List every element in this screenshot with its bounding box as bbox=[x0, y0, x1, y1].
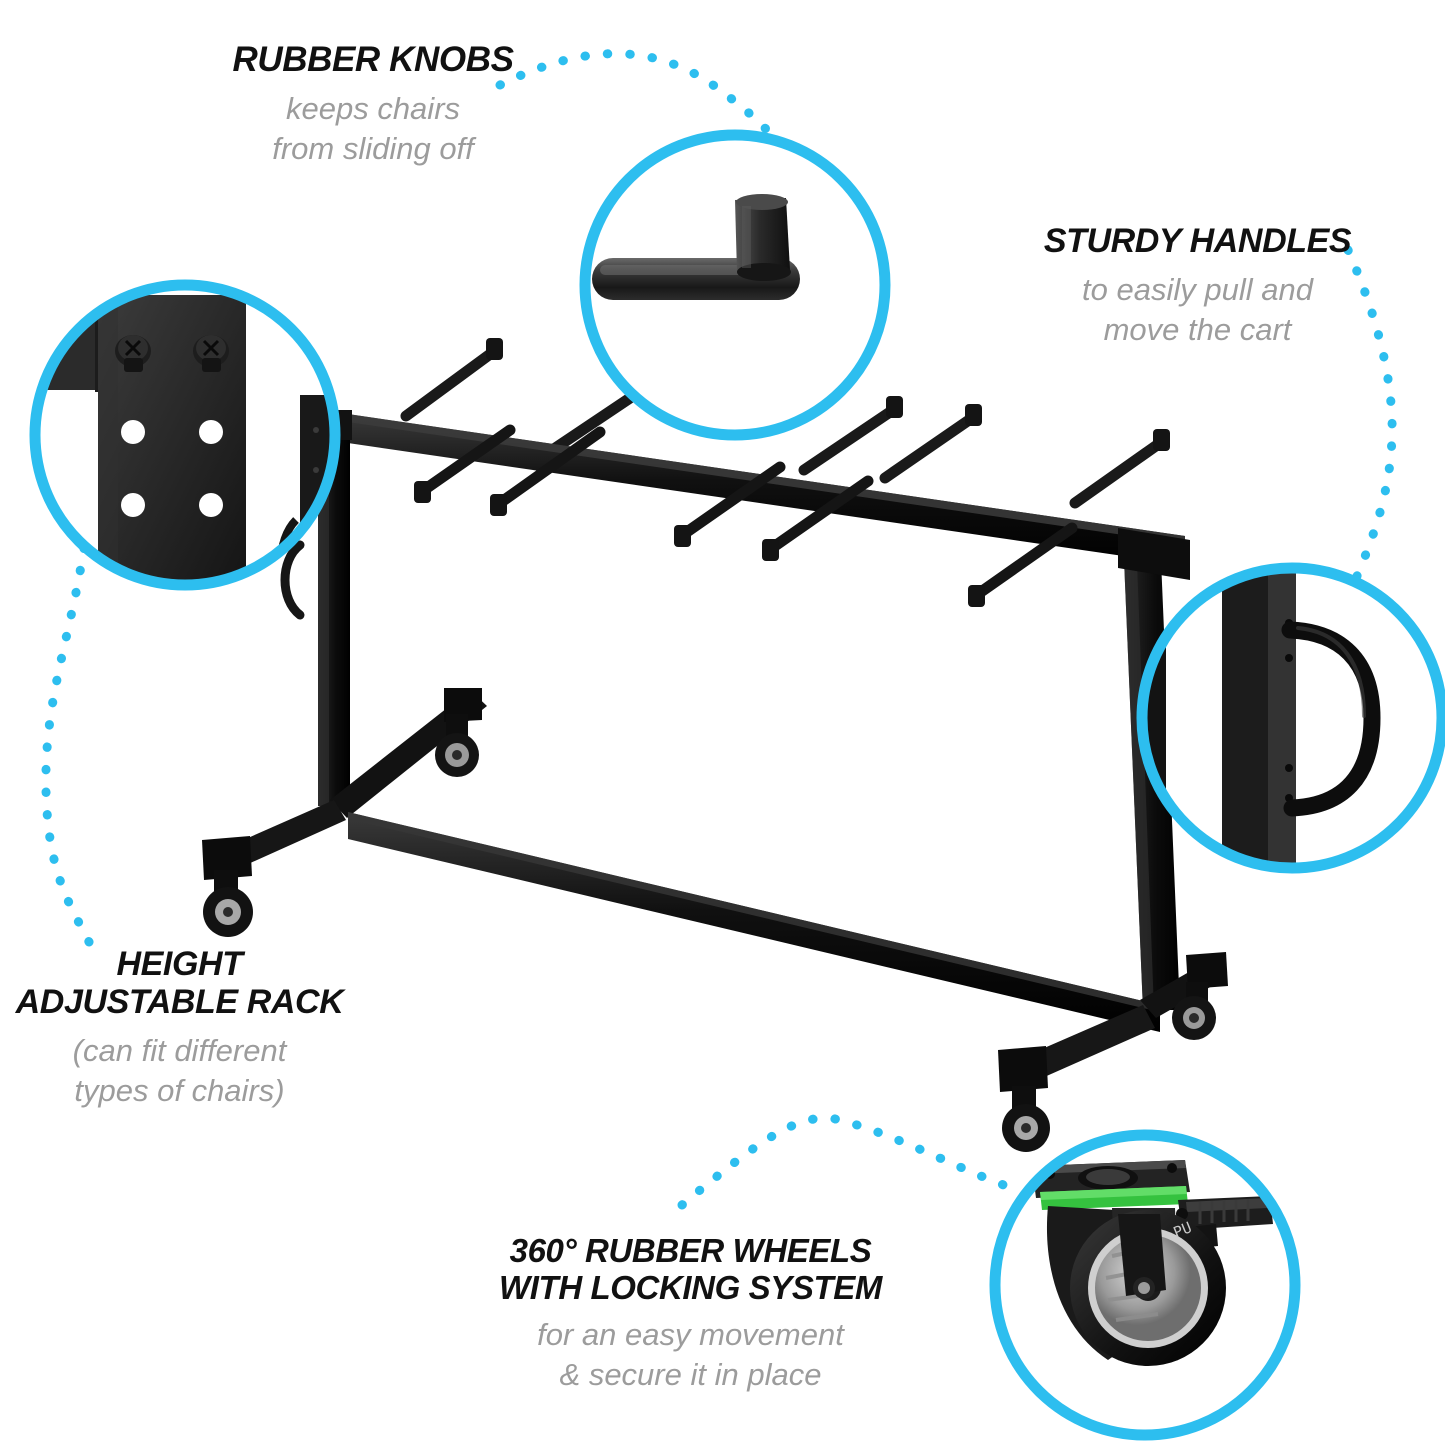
callout-sub-rubber-knobs: keeps chairs from sliding off bbox=[168, 89, 578, 170]
caster-rear-right bbox=[1172, 982, 1216, 1040]
knobs-connector-line bbox=[495, 49, 795, 170]
callout-sub-line-2: & secure it in place bbox=[559, 1357, 822, 1393]
rack-connector-line bbox=[41, 543, 97, 953]
callout-sub-height-adjustable-rack: (can fit different types of chairs) bbox=[0, 1031, 367, 1112]
chair-cross-arms-front bbox=[418, 424, 1078, 600]
caster-mount-plate bbox=[1032, 1160, 1190, 1198]
zoom-ring-bracket bbox=[29, 279, 341, 591]
zoom-ring-caster bbox=[989, 1129, 1301, 1441]
zoom-bubble-caster: PU bbox=[989, 1129, 1301, 1441]
callout-title-height-adjustable-rack: HEIGHT ADJUSTABLE RACK bbox=[0, 945, 367, 1021]
cart-frame bbox=[202, 338, 1228, 1152]
callout-title-line-1: 360° RUBBER WHEELS bbox=[509, 1232, 872, 1269]
zoom-ring-handle bbox=[1136, 562, 1445, 874]
callout-title-rubber-knobs: RUBBER KNOBS bbox=[232, 40, 514, 79]
zoom-ring-knob bbox=[579, 129, 891, 441]
caster-front-right bbox=[1002, 1086, 1050, 1152]
callout-sub-line-2: types of chairs) bbox=[74, 1073, 285, 1109]
callout-rubber-knobs: RUBBER KNOBS keeps chairs from sliding o… bbox=[168, 40, 578, 170]
wheels-connector-line bbox=[677, 1113, 1017, 1210]
callout-title-line-2: ADJUSTABLE RACK bbox=[15, 983, 344, 1022]
callout-sub-line-2: from sliding off bbox=[272, 131, 474, 167]
zoom-bubble-rubber-knob bbox=[579, 129, 891, 441]
callout-sub-line-1: keeps chairs bbox=[285, 91, 461, 127]
callout-sub-sturdy-handles: to easily pull and move the cart bbox=[1010, 270, 1385, 351]
left-upright-post bbox=[280, 410, 352, 806]
left-base-foot bbox=[202, 688, 487, 937]
callout-sturdy-handles: STURDY HANDLES to easily pull and move t… bbox=[1010, 222, 1385, 351]
bottom-stretcher-beam bbox=[348, 812, 1160, 1032]
bracket-adjustment-holes bbox=[121, 420, 223, 517]
callout-sub-line-1: for an easy movement bbox=[537, 1316, 844, 1352]
zoom-bubble-bracket-plate bbox=[29, 279, 341, 591]
callout-title-line-1: HEIGHT bbox=[116, 945, 243, 983]
callout-rubber-wheels: 360° RUBBER WHEELS WITH LOCKING SYSTEM f… bbox=[438, 1232, 943, 1396]
right-base-foot bbox=[998, 952, 1228, 1152]
callout-title-rubber-wheels: 360° RUBBER WHEELS WITH LOCKING SYSTEM bbox=[438, 1232, 943, 1307]
caster-rear-left bbox=[435, 714, 479, 777]
callout-title-sturdy-handles: STURDY HANDLES bbox=[1043, 222, 1352, 260]
handles-connector-line bbox=[1343, 245, 1397, 593]
caster-tire-label: PU bbox=[1171, 1218, 1194, 1241]
callout-title-line-2: WITH LOCKING SYSTEM bbox=[499, 1268, 882, 1306]
bracket-bolts bbox=[115, 335, 229, 372]
callout-sub-line-1: to easily pull and bbox=[1082, 272, 1313, 308]
callout-sub-line-2: move the cart bbox=[1103, 312, 1292, 348]
callout-sub-line-1: (can fit different bbox=[72, 1033, 287, 1069]
caster-front-left bbox=[203, 870, 253, 937]
callout-height-adjustable-rack: HEIGHT ADJUSTABLE RACK (can fit differen… bbox=[0, 945, 367, 1112]
chair-cross-arms bbox=[400, 346, 1166, 509]
callout-sub-rubber-wheels: for an easy movement & secure it in plac… bbox=[438, 1315, 943, 1396]
